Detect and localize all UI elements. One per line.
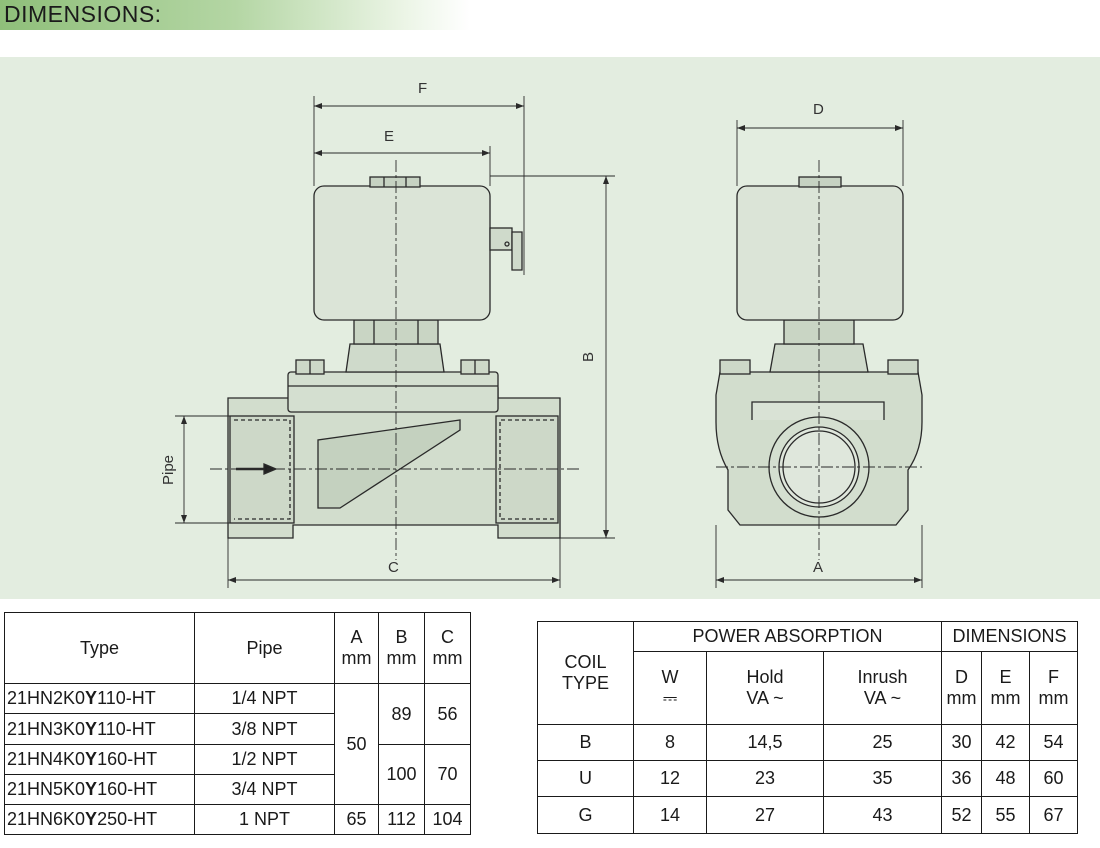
section-header: DIMENSIONS: [0,0,470,30]
table-row: U 12 23 35 36 48 60 [537,760,1078,797]
b-value-cell: 100 [378,744,425,805]
header-w: W⎓ [633,651,707,725]
b-value-cell: 89 [378,683,425,745]
inrush-cell: 25 [823,724,942,761]
e-cell: 42 [981,724,1030,761]
front-dimensions [715,120,923,588]
table-row: 21HN2K0Y110-HT 1/4 NPT 50 89 56 [4,683,471,805]
type-cell: 21HN6K0Y250-HT [4,804,195,835]
pipe-cell: 3/8 NPT [194,713,335,745]
f-cell: 67 [1029,796,1078,834]
drawing-panel: F E D B C A Pipe [0,57,1100,599]
table-row: G 14 27 43 52 55 67 [537,796,1078,834]
a-value-cell: 65 [334,804,379,835]
section-title: DIMENSIONS: [4,1,162,27]
f-cell: 60 [1029,760,1078,797]
dim-label-a: A [813,559,823,576]
pipe-cell: 1 NPT [194,804,335,835]
c-value-cell: 56 [424,683,471,745]
c-value-cell: 104 [424,804,471,835]
dim-label-d: D [813,101,824,118]
hold-cell: 27 [706,796,824,834]
dim-label-pipe: Pipe [160,455,177,485]
inrush-cell: 35 [823,760,942,797]
valve-technical-drawing: F E D B C A Pipe [160,80,923,588]
pipe-cell: 3/4 NPT [194,774,335,805]
table-row: 21HN5K0Y160-HT 3/4 NPT [4,774,471,805]
type-cell: 21HN2K0Y110-HT [4,683,195,714]
c-value-cell: 70 [424,744,471,805]
type-cell: 21HN4K0Y160-HT [4,744,195,775]
coil-type-cell: G [537,796,634,834]
coil-type-cell: B [537,724,634,761]
type-cell: 21HN3K0Y110-HT [4,713,195,745]
e-cell: 55 [981,796,1030,834]
d-cell: 52 [941,796,982,834]
f-cell: 54 [1029,724,1078,761]
coil-type-cell: U [537,760,634,797]
pipe-cell: 1/2 NPT [194,744,335,775]
dim-label-c: C [388,559,399,576]
w-cell: 12 [633,760,707,797]
w-cell: 8 [633,724,707,761]
dim-label-b: B [580,352,597,362]
header-power-absorption: POWER ABSORPTION [633,621,942,652]
header-type: Type [4,612,195,684]
dim-label-f: F [418,80,427,97]
side-view [210,160,580,560]
header-pipe: Pipe [194,612,335,684]
dim-label-e: E [384,128,394,145]
hold-cell: 14,5 [706,724,824,761]
front-view [715,160,923,560]
inrush-cell: 43 [823,796,942,834]
pipe-cell: 1/4 NPT [194,683,335,714]
d-cell: 30 [941,724,982,761]
dc-symbol-icon: ⎓ [662,688,678,708]
a-value-cell: 50 [334,683,379,805]
d-cell: 36 [941,760,982,797]
type-cell: 21HN5K0Y160-HT [4,774,195,805]
b-value-cell: 112 [378,804,425,835]
w-cell: 14 [633,796,707,834]
table-row: 21HN4K0Y160-HT 1/2 NPT 100 70 [4,744,471,805]
e-cell: 48 [981,760,1030,797]
table-row: B 8 14,5 25 30 42 54 [537,724,1078,761]
table-row: 21HN6K0Y250-HT 1 NPT 65 112 104 [4,804,471,835]
side-dimensions [175,96,615,588]
header-dimensions: DIMENSIONS [941,621,1078,652]
hold-cell: 23 [706,760,824,797]
table-row: 21HN3K0Y110-HT 3/8 NPT [4,713,471,745]
